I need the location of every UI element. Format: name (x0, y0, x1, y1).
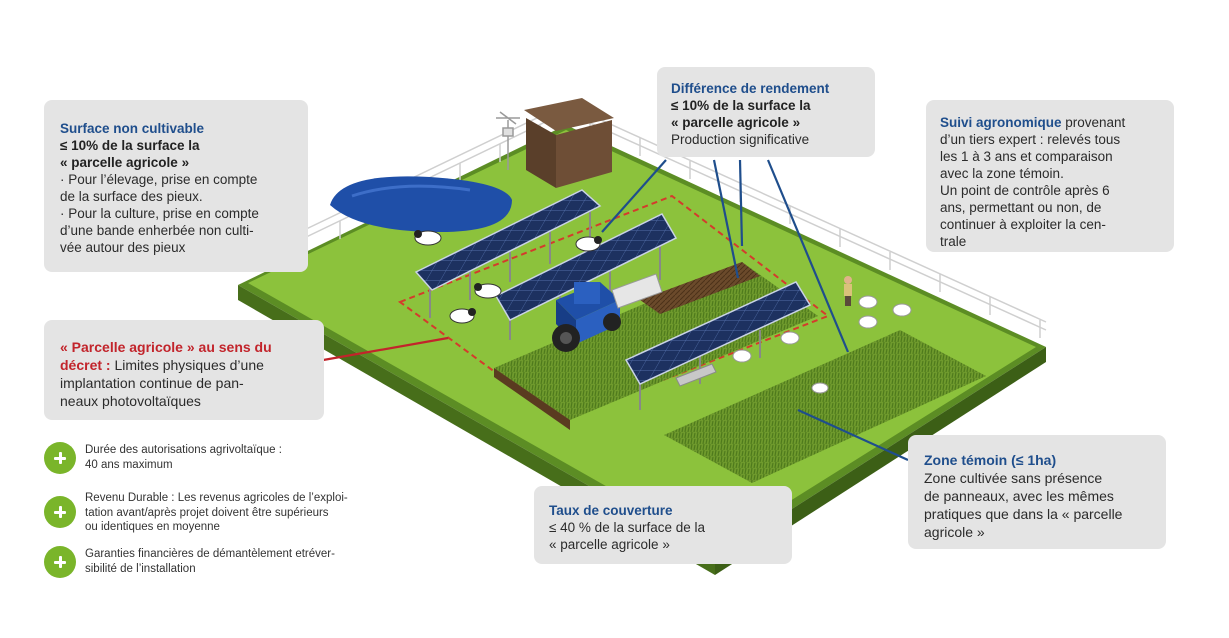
plus-icon (44, 496, 76, 528)
benefit-item: Garanties financières de démantèlement e… (44, 544, 424, 588)
suivi-line: les 1 à 3 ans et comparaison (940, 149, 1113, 164)
temoin-line: Zone cultivée sans présence (924, 470, 1103, 486)
benefit-line: sibilité de l’installation (85, 562, 196, 575)
suivi-line: d’un tiers expert : relevés tous (940, 132, 1121, 147)
callout-suivi-agronomique: Suivi agronomique provenant d’un tiers e… (926, 100, 1174, 252)
farmer-icon (844, 276, 852, 306)
zone-temoin-field (664, 330, 986, 483)
parcelle-line: neaux photovoltaïques (60, 393, 201, 409)
rendement-title: Différence de rendement (671, 81, 830, 96)
parcelle-first-rest: Limites physiques d’une (110, 357, 264, 373)
surface-sub1: ≤ 10% de la surface la (60, 138, 200, 153)
tractor-icon (552, 273, 663, 352)
soil-strip (640, 262, 760, 314)
surface-line: · Pour la culture, prise en compte (60, 206, 259, 221)
surface-title: Surface non cultivable (60, 121, 205, 136)
benefit-line: Garanties financières de démantèlement e… (85, 548, 335, 560)
temoin-title: Zone témoin (≤ 1ha) (924, 452, 1057, 468)
crop-field (494, 262, 818, 420)
shed (524, 98, 614, 188)
benefit-line: tation avant/après projet doivent être s… (85, 506, 329, 519)
rendement-text: Production significative (671, 132, 810, 147)
surface-line: vée autour des pieux (60, 240, 186, 255)
parcelle-title: « Parcelle agricole » au sens du (60, 339, 272, 355)
temoin-line: pratiques que dans la « parcelle (924, 506, 1123, 522)
water-bladder (330, 176, 512, 232)
taux-line: ≤ 40 % de la surface de la (549, 520, 706, 535)
leader-lines (311, 159, 909, 462)
suivi-line: ans, permettant ou non, de (940, 200, 1102, 215)
callout-difference-rendement: Différence de rendement ≤ 10% de la surf… (657, 67, 875, 157)
tilled-soil (494, 368, 570, 430)
callout-zone-temoin: Zone témoin (≤ 1ha) Zone cultivée sans p… (908, 435, 1166, 549)
suivi-line: continuer à exploiter la cen- (940, 217, 1106, 232)
suivi-line: avec la zone témoin. (940, 166, 1064, 181)
suivi-first-rest: provenant (1061, 115, 1126, 130)
solar-panel-rows (414, 189, 812, 410)
benefits-list: Durée des autorisations agrivoltaïque : … (44, 440, 424, 588)
benefit-line: Durée des autorisations agrivoltaïque : (85, 444, 282, 456)
callout-parcelle-agricole: « Parcelle agricole » au sens du décret … (44, 320, 324, 420)
plus-icon (44, 546, 76, 578)
taux-title: Taux de couverture (549, 503, 673, 518)
parcelle-title-2: décret : (60, 357, 111, 373)
rendement-sub2: « parcelle agricole » (671, 115, 801, 130)
rendement-sub1: ≤ 10% de la surface la (671, 98, 811, 113)
suivi-title: Suivi agronomique (940, 115, 1062, 130)
surface-sub2: « parcelle agricole » (60, 155, 190, 170)
benefit-item: Durée des autorisations agrivoltaïque : … (44, 440, 424, 488)
callout-surface-non-cultivable: Surface non cultivable ≤ 10% de la surfa… (44, 100, 308, 272)
weather-station-icon (496, 111, 520, 170)
benefit-line: ou identiques en moyenne (85, 521, 220, 533)
benefit-item: Revenu Durable : Les revenus agricoles d… (44, 488, 424, 544)
temoin-line: de panneaux, avec les mêmes (924, 488, 1114, 504)
surface-line: · Pour l’élevage, prise en compte (60, 172, 258, 187)
livestock (414, 230, 912, 394)
surface-line: de la surface des pieux. (60, 189, 203, 204)
benefit-line: 40 ans maximum (85, 458, 173, 471)
callout-taux-couverture: Taux de couverture ≤ 40 % de la surface … (534, 486, 792, 564)
plus-icon (44, 442, 76, 474)
parcelle-line: implantation continue de pan- (60, 375, 244, 391)
taux-line: « parcelle agricole » (549, 537, 670, 552)
benefit-line: Revenu Durable : Les revenus agricoles d… (85, 492, 348, 504)
suivi-line: trale (940, 234, 967, 249)
surface-line: d’une bande enherbée non culti- (60, 223, 254, 238)
temoin-line: agricole » (924, 524, 985, 540)
suivi-line: Un point de contrôle après 6 (940, 183, 1110, 198)
water-trough (675, 363, 717, 387)
